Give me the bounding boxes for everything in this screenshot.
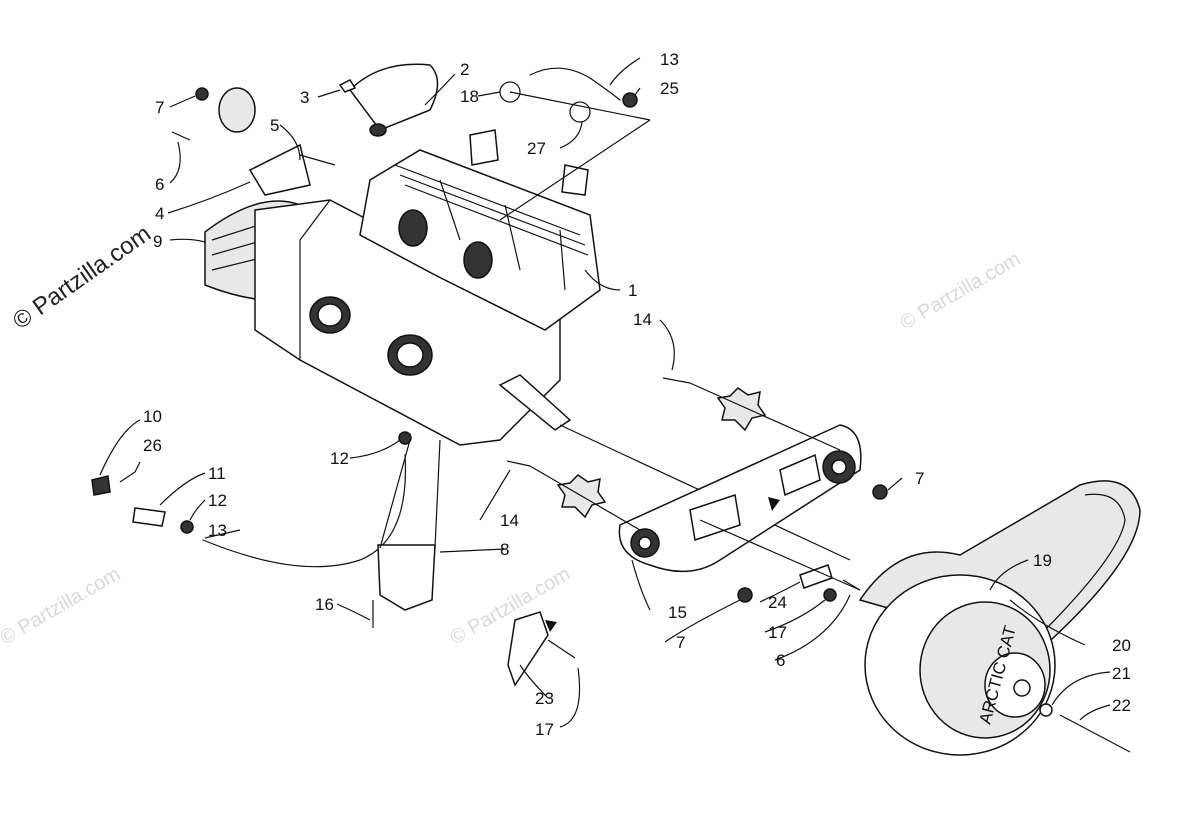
- part-14-bolt-a: [662, 377, 691, 384]
- part-7-nut-top: [195, 87, 209, 101]
- callout-27: 27: [527, 139, 546, 158]
- callout-22: 22: [1112, 696, 1131, 715]
- callout-23: 23: [535, 689, 554, 708]
- callout-5: 5: [270, 116, 279, 135]
- part-22-bolt: [1059, 714, 1131, 753]
- part-10-fitting: [91, 475, 111, 496]
- part-7-nut-right: [872, 484, 888, 500]
- part-24-plate: [799, 564, 833, 589]
- callout-6-lower: 6: [776, 651, 785, 670]
- part-2-outlet: [369, 123, 387, 137]
- callout-12-center: 12: [330, 449, 349, 468]
- callout-17-right: 17: [768, 623, 787, 642]
- callout-14-top: 14: [633, 310, 652, 329]
- part-17-bolt: [823, 588, 837, 602]
- callout-10: 10: [143, 407, 162, 426]
- watermark-main: © Partzilla.com: [8, 220, 156, 335]
- part-8-mount: [377, 544, 436, 611]
- star-washer-a: [716, 387, 767, 432]
- watermark-faint: © Partzilla.com: [897, 248, 1025, 334]
- callout-11: 11: [208, 464, 226, 483]
- callout-7-right: 7: [915, 469, 924, 488]
- part-27-ring: [569, 101, 591, 123]
- part-26-wire: [119, 461, 141, 483]
- part-4-bracket: [248, 143, 311, 196]
- callout-25: 25: [660, 79, 679, 98]
- part-25-clamp: [622, 92, 638, 108]
- part-2-intake-adapter: [349, 63, 439, 131]
- callouts: 1 2 3 4 5 6 6 7 7 7 8 9 10 11 12 12 13 1…: [143, 50, 1131, 739]
- part-11-fitting: [132, 507, 166, 527]
- callout-13-left: 13: [208, 521, 227, 540]
- callout-17-bottom: 17: [535, 720, 554, 739]
- part-7-nut-lower: [737, 587, 753, 603]
- callout-12-left: 12: [208, 491, 227, 510]
- callout-24: 24: [768, 593, 787, 612]
- part-3-clip: [338, 79, 357, 93]
- callout-20: 20: [1112, 636, 1131, 655]
- callout-3: 3: [300, 88, 309, 107]
- part-13-hose-top: [529, 67, 621, 101]
- callout-9: 9: [153, 232, 162, 251]
- part-6-bolt-top: [171, 131, 191, 141]
- part-12-clamp-left: [180, 520, 194, 534]
- callout-7-top: 7: [155, 98, 164, 117]
- arrow-marker-23: [545, 620, 557, 632]
- arrow-marker-plate: [768, 497, 780, 511]
- leader-lines: [99, 57, 1111, 728]
- part-12-clamp-right: [398, 431, 412, 445]
- callout-13-top: 13: [660, 50, 679, 69]
- callout-2: 2: [460, 60, 469, 79]
- callout-1: 1: [628, 281, 637, 300]
- part-14-bolt-b: [506, 460, 531, 467]
- callout-6-top: 6: [155, 175, 164, 194]
- callout-15: 15: [668, 603, 687, 622]
- part-13-hose-left: [202, 454, 407, 568]
- callout-4: 4: [155, 204, 164, 223]
- callout-16: 16: [315, 595, 334, 614]
- callout-7-lower: 7: [676, 633, 685, 652]
- engine-assembly: [204, 129, 851, 561]
- watermark-faint: © Partzilla.com: [447, 563, 575, 649]
- sprocket-top: [218, 87, 256, 133]
- callout-14-lower: 14: [500, 511, 519, 530]
- watermark-faint: © Partzilla.com: [0, 563, 124, 649]
- callout-26: 26: [143, 436, 162, 455]
- callout-8: 8: [500, 540, 509, 559]
- part-5-bolt: [299, 154, 336, 166]
- callout-19: 19: [1033, 551, 1052, 570]
- part-23-bracket: [507, 611, 549, 687]
- callout-18: 18: [460, 87, 479, 106]
- part-21-washer: [1039, 703, 1053, 717]
- callout-21: 21: [1112, 664, 1131, 683]
